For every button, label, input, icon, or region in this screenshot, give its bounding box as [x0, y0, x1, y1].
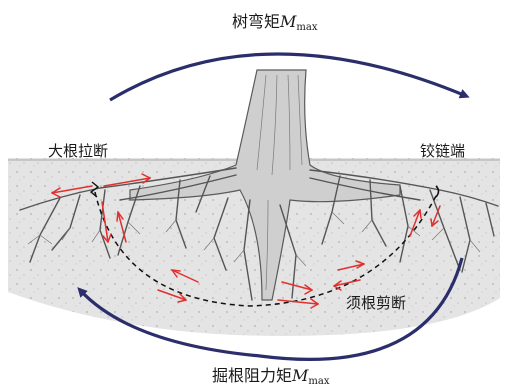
- top-caption-subscript: max: [296, 22, 317, 33]
- label-root-breakage: 大根拉断: [48, 140, 108, 161]
- bottom-caption: 掘根阻力矩Mmax: [212, 362, 330, 387]
- bottom-caption-symbol: M: [292, 366, 308, 385]
- top-caption-symbol: M: [280, 12, 296, 31]
- top-caption: 树弯矩Mmax: [232, 8, 318, 33]
- bottom-caption-text: 掘根阻力矩: [212, 366, 292, 385]
- label-hinge-end: 铰链端: [420, 140, 465, 161]
- bottom-caption-subscript: max: [308, 376, 329, 387]
- top-caption-text: 树弯矩: [232, 12, 280, 31]
- label-rootlet-shear: 须根剪断: [346, 292, 406, 313]
